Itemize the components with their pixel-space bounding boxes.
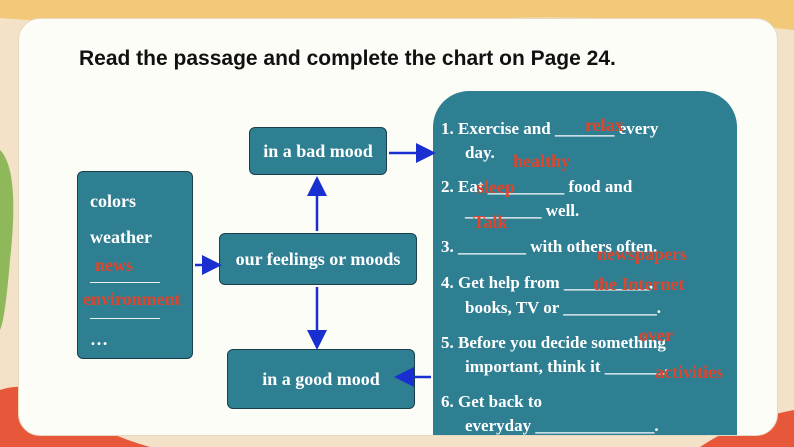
slide-card: Read the passage and complete the chart … — [18, 18, 778, 436]
flow-arrows — [19, 19, 777, 435]
